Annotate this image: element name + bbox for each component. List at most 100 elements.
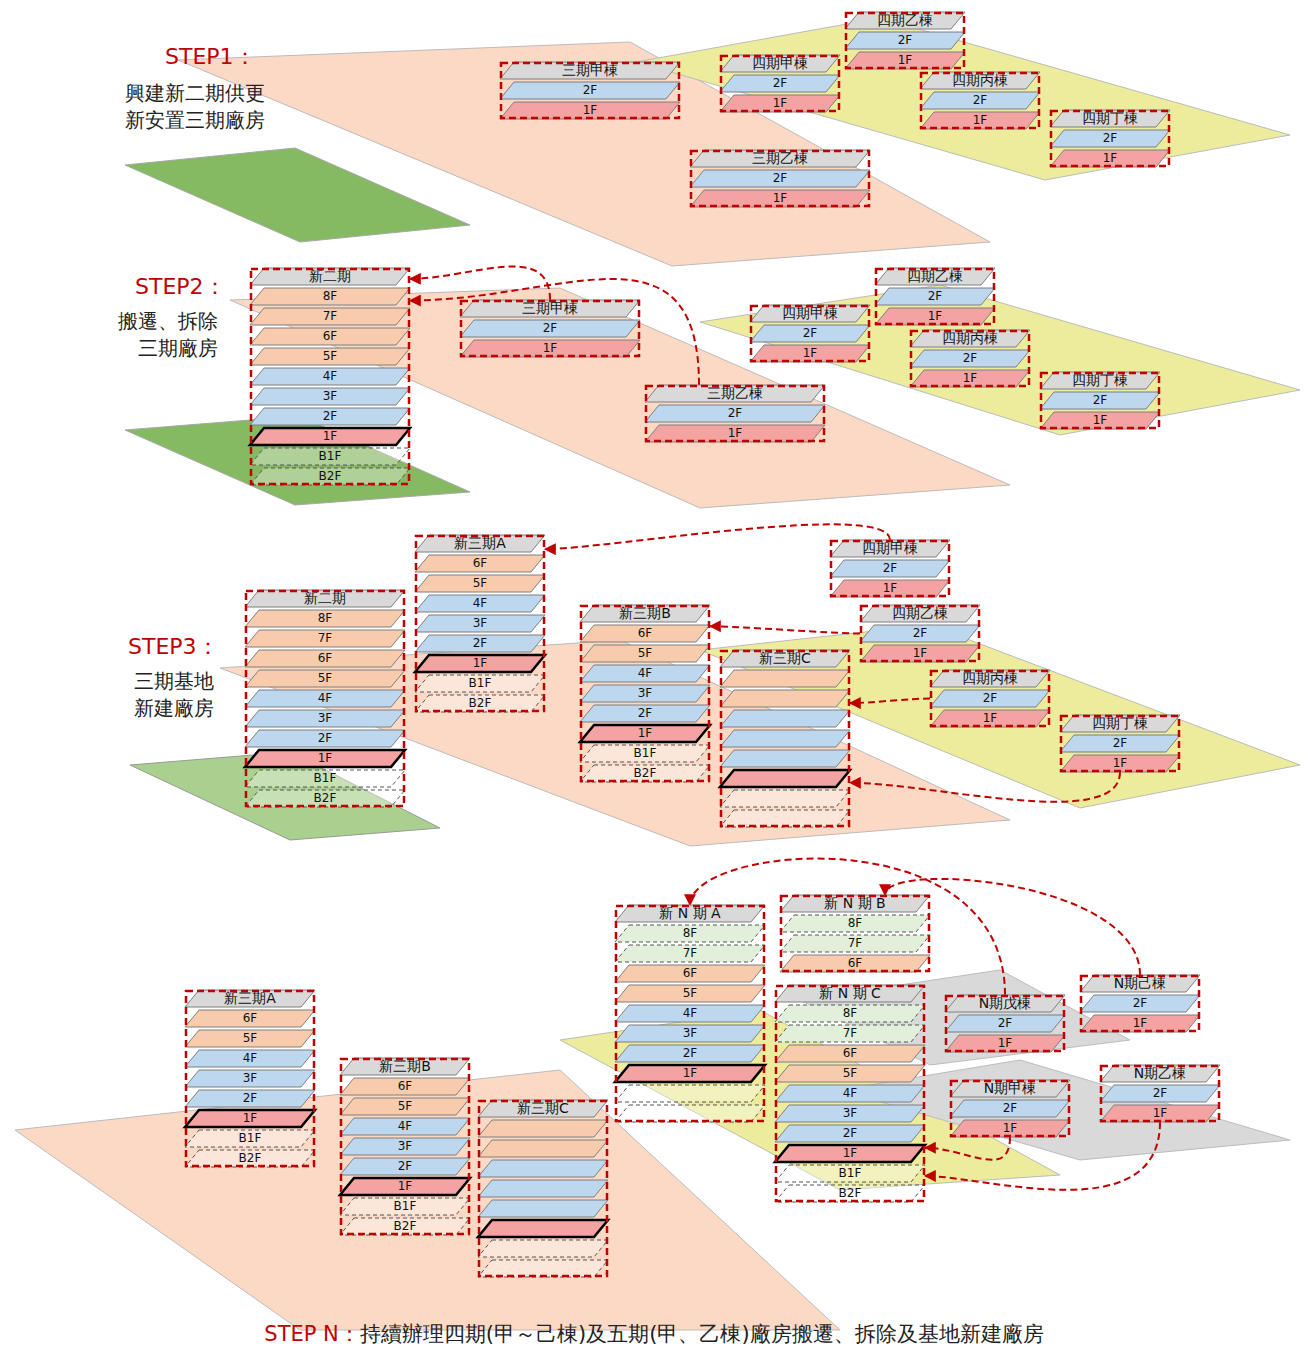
building-outline bbox=[946, 996, 1064, 1051]
step-label: STEP3： bbox=[128, 632, 219, 662]
relocation-arrow bbox=[850, 699, 930, 704]
floor-label: 5F bbox=[340, 1098, 470, 1115]
floor-plate bbox=[478, 1140, 608, 1157]
floor-plate bbox=[580, 605, 710, 622]
floor-label: 2F bbox=[690, 170, 870, 187]
building-name: 四期丙棟 bbox=[910, 330, 1030, 347]
building-name: 三期乙棟 bbox=[690, 150, 870, 167]
floor-label: 7F bbox=[615, 945, 765, 962]
floor-plate bbox=[615, 925, 765, 942]
building-outline bbox=[341, 1059, 469, 1234]
floor-plate bbox=[250, 368, 410, 385]
building-outline bbox=[861, 606, 979, 661]
floor-label: 2F bbox=[460, 320, 640, 337]
floor-label: 8F bbox=[245, 610, 405, 627]
floor-label: 7F bbox=[775, 1025, 925, 1042]
building-block: 三期甲棟2F1F bbox=[500, 62, 680, 119]
floor-label: 5F bbox=[185, 1030, 315, 1047]
floor-label: B1F bbox=[775, 1165, 925, 1182]
floor-label: B1F bbox=[245, 770, 405, 787]
floor-plate bbox=[845, 52, 965, 69]
floor-plate bbox=[750, 325, 870, 342]
relocation-arrow bbox=[850, 772, 1120, 802]
building-outline bbox=[1101, 1066, 1219, 1121]
floor-plate bbox=[1100, 1105, 1220, 1122]
floor-plate bbox=[250, 308, 410, 325]
floor-plate bbox=[615, 1105, 765, 1122]
floor-label: 4F bbox=[415, 595, 545, 612]
floor-plate bbox=[580, 765, 710, 782]
floor-label: 1F bbox=[1060, 755, 1180, 772]
building-outline bbox=[781, 896, 929, 971]
floor-plate bbox=[185, 1010, 315, 1027]
floor-plate bbox=[580, 745, 710, 762]
floor-plate bbox=[340, 1138, 470, 1155]
building-name: 新三期B bbox=[580, 605, 710, 622]
floor-label: 2F bbox=[930, 690, 1050, 707]
floor-label: 1F bbox=[750, 345, 870, 362]
floor-plate bbox=[830, 540, 950, 557]
floor-label: 7F bbox=[245, 630, 405, 647]
floor-plate bbox=[930, 710, 1050, 727]
building-outline bbox=[616, 906, 764, 1121]
floor-plate bbox=[478, 1120, 608, 1137]
building-block: 四期乙棟2F1F bbox=[875, 268, 995, 325]
step-description: 三期基地新建廠房 bbox=[128, 668, 214, 722]
floor-plate bbox=[460, 340, 640, 357]
floor-plate bbox=[250, 268, 410, 285]
floor-plate bbox=[645, 425, 825, 442]
floor-plate bbox=[415, 555, 545, 572]
floor-plate bbox=[775, 1025, 925, 1042]
floor-label: 1F bbox=[415, 655, 545, 672]
floor-plate bbox=[245, 590, 405, 607]
floor-plate bbox=[580, 665, 710, 682]
building-outline bbox=[951, 1081, 1069, 1136]
floor-label: 6F bbox=[250, 328, 410, 345]
floor-plate bbox=[415, 535, 545, 552]
floor-label: 1F bbox=[460, 340, 640, 357]
floor-label: 2F bbox=[415, 635, 545, 652]
floor-plate bbox=[1060, 715, 1180, 732]
building-outline bbox=[751, 306, 869, 361]
building-block: 新三期B6F5F4F3F2F1FB1FB2F bbox=[340, 1058, 470, 1235]
floor-plate bbox=[185, 1110, 315, 1127]
floor-plate bbox=[250, 388, 410, 405]
floor-plate bbox=[245, 610, 405, 627]
floor-plate bbox=[580, 625, 710, 642]
relocation-arrow bbox=[545, 524, 890, 549]
floor-label: 1F bbox=[580, 725, 710, 742]
building-block: 三期乙棟2F1F bbox=[645, 385, 825, 442]
floor-plate bbox=[750, 305, 870, 322]
building-block: 新三期C bbox=[478, 1100, 608, 1277]
building-outline bbox=[931, 671, 1049, 726]
floor-plate bbox=[250, 408, 410, 425]
floor-plate bbox=[720, 670, 850, 687]
floor-label: 1F bbox=[845, 52, 965, 69]
building-block: 四期丁棟2F1F bbox=[1060, 715, 1180, 772]
floor-plate bbox=[775, 1165, 925, 1182]
floor-label: 2F bbox=[615, 1045, 765, 1062]
building-name: 三期甲棟 bbox=[500, 62, 680, 79]
floor-plate bbox=[1050, 150, 1170, 167]
floor-label: 3F bbox=[185, 1070, 315, 1087]
floor-label: 1F bbox=[950, 1120, 1070, 1137]
building-outline bbox=[479, 1101, 607, 1276]
relocation-arrow bbox=[925, 1137, 1010, 1160]
floor-plate bbox=[750, 345, 870, 362]
floor-plate bbox=[945, 995, 1065, 1012]
building-name: 四期丁棟 bbox=[1060, 715, 1180, 732]
relocation-arrow bbox=[710, 626, 860, 633]
floor-plate bbox=[478, 1180, 608, 1197]
floor-plate bbox=[945, 1015, 1065, 1032]
floor-plate bbox=[720, 730, 850, 747]
floor-plate bbox=[690, 150, 870, 167]
building-name: 四期乙棟 bbox=[860, 605, 980, 622]
floor-label: 1F bbox=[930, 710, 1050, 727]
floor-plate bbox=[478, 1260, 608, 1277]
floor-plate bbox=[860, 625, 980, 642]
floor-plate bbox=[720, 750, 850, 767]
building-outline bbox=[776, 986, 924, 1201]
building-outline bbox=[911, 331, 1029, 386]
building-block: 新三期B6F5F4F3F2F1FB1FB2F bbox=[580, 605, 710, 782]
